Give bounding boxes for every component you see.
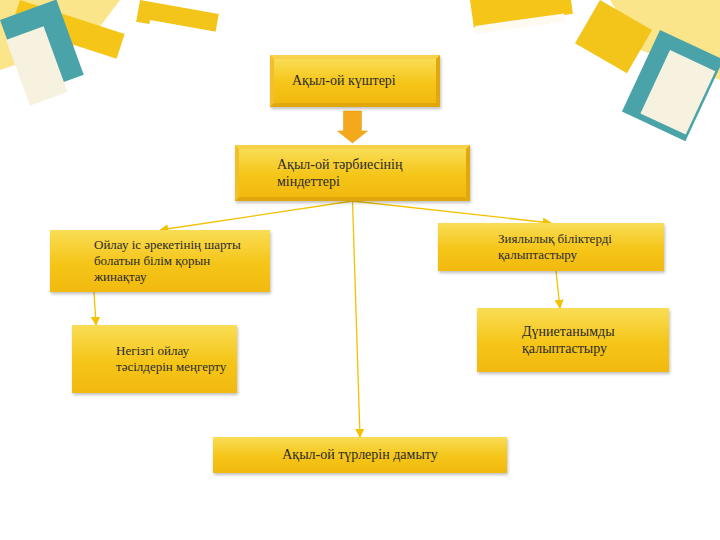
box-text: Ақыл-ой түрлерін дамыту [223, 446, 497, 464]
box-text: Ойлау іс әрекетінің шарты болатын білім … [94, 237, 260, 286]
connector-line [160, 201, 353, 230]
process-box: Негізгі ойлау тәсілдерін меңгерту [72, 325, 237, 393]
box-text: Зиялылық біліктерді қалыптастыру [498, 231, 654, 264]
books-right [470, 0, 720, 141]
box-text: Дүниетанымды қалыптастыру [522, 323, 659, 358]
books-left [0, 0, 219, 106]
connector-line [94, 292, 96, 325]
process-box: Ақыл-ой түрлерін дамыту [213, 437, 507, 473]
connector-line [353, 201, 361, 437]
block-arrow [338, 111, 368, 143]
task-box: Ақыл-ой тәрбиесінің міндеттері [235, 145, 470, 201]
title-box: Ақыл-ой күштері [270, 55, 440, 107]
process-box: Ойлау іс әрекетінің шарты болатын білім … [50, 230, 270, 292]
box-text: Ақыл-ой тәрбиесінің міндеттері [277, 156, 436, 191]
box-text: Негізгі ойлау тәсілдерін меңгерту [116, 343, 229, 376]
process-box: Дүниетанымды қалыптастыру [477, 308, 669, 372]
connector-line [556, 271, 560, 308]
connector-line [353, 201, 552, 223]
process-box: Зиялылық біліктерді қалыптастыру [438, 223, 664, 271]
box-text: Ақыл-ой күштері [292, 72, 426, 90]
